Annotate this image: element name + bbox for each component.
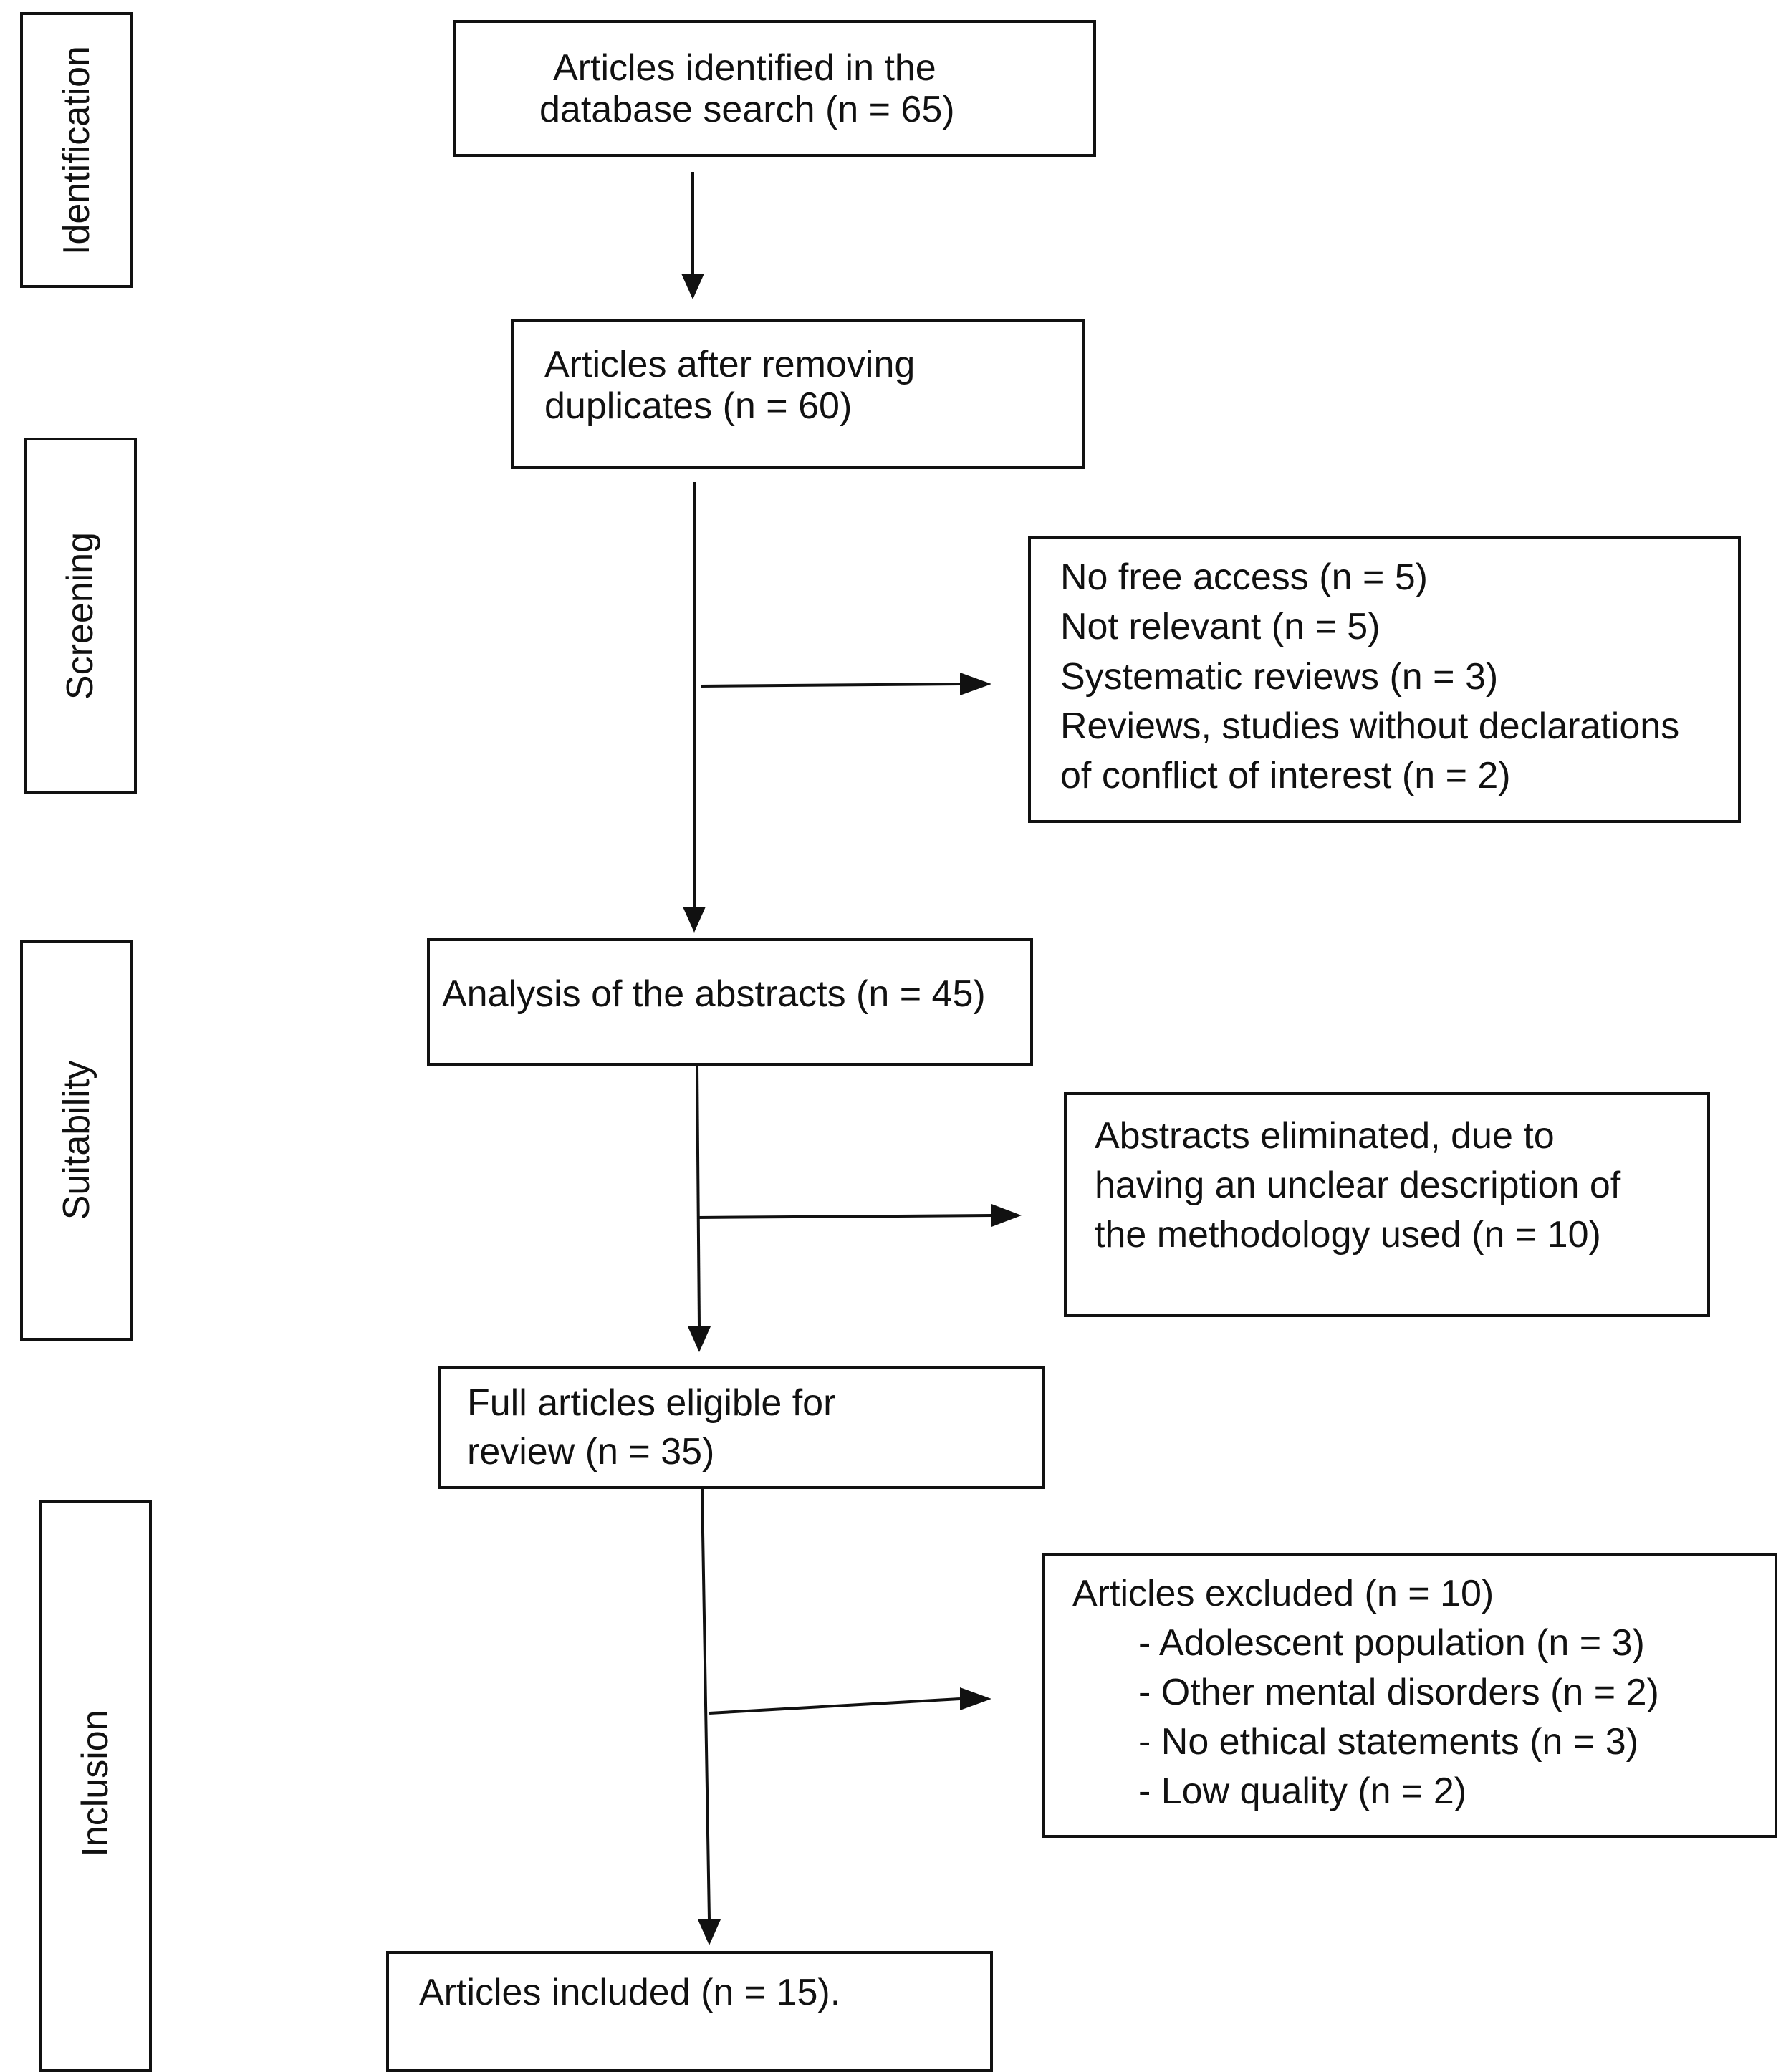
abstracts-eliminated-line-2: having an unclear description of	[1095, 1165, 1621, 1206]
arrow-full-articles-to-included	[701, 1488, 711, 1920]
stage-box-inclusion	[39, 1500, 152, 2072]
arrow-abstracts-to-full-articles	[696, 1065, 701, 1327]
stage-box-screening	[24, 438, 137, 794]
screening-excluded-line-4: Reviews, studies without declarations	[1060, 705, 1680, 747]
arrowhead-right-2	[991, 1204, 1022, 1227]
screening-excluded-line-1: No free access (n = 5)	[1060, 556, 1428, 598]
stage-box-suitability	[20, 940, 133, 1341]
articles-excluded-item: - No ethical statements (n = 3)	[1138, 1721, 1638, 1763]
arrow-to-articles-excluded	[709, 1697, 961, 1715]
screening-excluded-line-3: Systematic reviews (n = 3)	[1060, 656, 1499, 698]
arrowhead-down-2	[683, 907, 706, 933]
box-screening-excluded	[1028, 536, 1741, 823]
box-analysis-abstracts-line-1: Analysis of the abstracts (n = 45)	[442, 973, 986, 1015]
abstracts-eliminated-line-3: the methodology used (n = 10)	[1095, 1214, 1601, 1256]
box-full-articles	[438, 1366, 1045, 1489]
screening-excluded-line-5: of conflict of interest (n = 2)	[1060, 755, 1511, 796]
box-after-duplicates-line-1: Articles after removing	[544, 344, 916, 385]
arrowhead-right-1	[960, 673, 991, 695]
arrowhead-down-4	[698, 1919, 721, 1945]
arrowhead-down-1	[681, 274, 704, 299]
stage-box-identification	[20, 12, 133, 288]
box-articles-included-line-1: Articles included (n = 15).	[419, 1972, 841, 2013]
articles-excluded-item: - Adolescent population (n = 3)	[1138, 1622, 1645, 1664]
box-after-duplicates-line-2: duplicates (n = 60)	[544, 385, 853, 427]
box-articles-excluded	[1042, 1553, 1777, 1838]
box-after-duplicates	[511, 319, 1085, 469]
box-articles-identified-line-1: Articles identified in the	[553, 47, 936, 89]
abstracts-eliminated-line-1: Abstracts eliminated, due to	[1095, 1115, 1555, 1157]
box-abstracts-eliminated	[1064, 1092, 1710, 1317]
screening-excluded-line-2: Not relevant (n = 5)	[1060, 606, 1381, 647]
box-articles-included	[386, 1951, 993, 2072]
arrowhead-down-3	[688, 1326, 711, 1352]
box-full-articles-line-1: Full articles eligible for	[467, 1382, 836, 1424]
arrow-to-screening-excluded	[700, 683, 961, 688]
arrowhead-right-3	[960, 1687, 991, 1710]
box-articles-identified	[453, 20, 1096, 157]
box-full-articles-line-2: review (n = 35)	[467, 1431, 715, 1473]
articles-excluded-item: - Other mental disorders (n = 2)	[1138, 1672, 1659, 1713]
articles-excluded-title: Articles excluded (n = 10)	[1072, 1573, 1494, 1614]
box-articles-identified-line-2: database search (n = 65)	[539, 89, 955, 130]
box-analysis-abstracts	[427, 938, 1033, 1066]
articles-excluded-item: - Low quality (n = 2)	[1138, 1770, 1467, 1812]
arrow-to-abstracts-eliminated	[696, 1214, 992, 1219]
